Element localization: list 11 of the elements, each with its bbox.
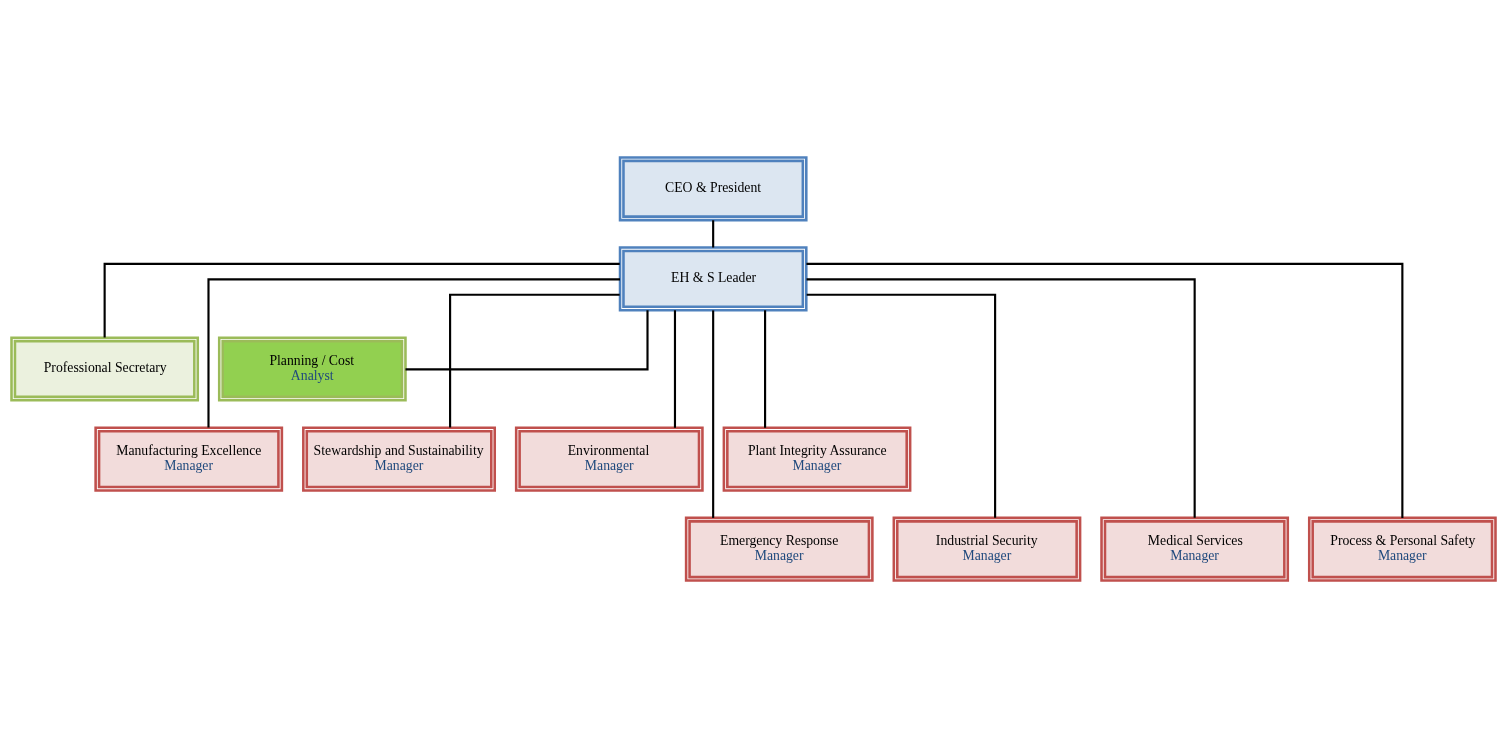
connector	[673, 310, 677, 428]
connector	[103, 262, 620, 338]
connector	[207, 278, 620, 428]
connector	[806, 278, 1196, 518]
connector	[712, 310, 715, 518]
connector	[764, 310, 767, 428]
connector	[449, 293, 620, 428]
connector	[712, 220, 715, 248]
connector	[806, 293, 997, 518]
connector	[405, 310, 649, 371]
connector	[806, 262, 1404, 518]
